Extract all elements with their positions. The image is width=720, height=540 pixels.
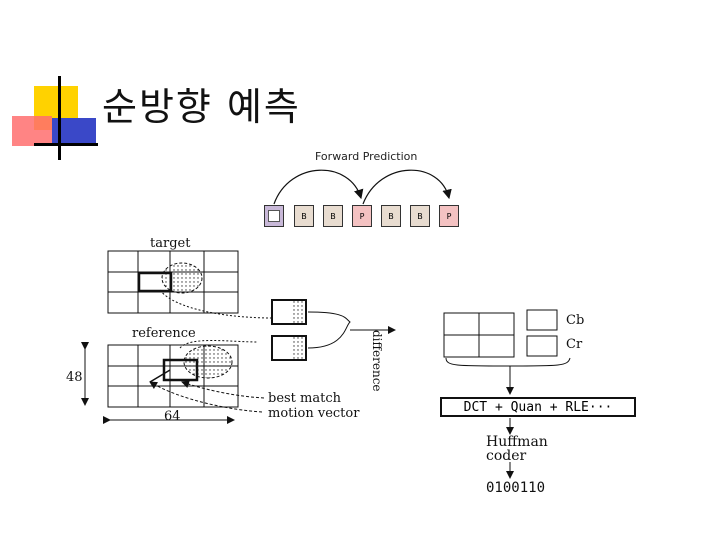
motion-vector-pointer — [149, 381, 263, 413]
deco-vertical-line — [58, 76, 61, 160]
best-match-block — [162, 358, 199, 382]
best-match-label: best match — [268, 391, 341, 406]
dct-quan-rle-box: DCT + Quan + RLE··· — [440, 397, 636, 417]
best-match-pointer — [181, 380, 265, 399]
motion-vector-label: motion vector — [268, 406, 360, 421]
target-copy-block — [271, 299, 307, 325]
deco-red-square — [12, 116, 52, 146]
prediction-arc-2 — [362, 169, 452, 205]
deco-horizontal-line — [34, 143, 98, 146]
frame-b2: B — [323, 205, 343, 227]
cr-block — [526, 335, 558, 357]
reference-ellipse — [183, 345, 233, 379]
reference-copy-block — [271, 335, 307, 361]
target-label: target — [150, 236, 191, 251]
frame-b1: B — [294, 205, 314, 227]
target-copy-inner — [293, 301, 305, 323]
cb-block — [526, 309, 558, 331]
cr-label: Cr — [566, 337, 583, 352]
frame-p1: P — [352, 205, 372, 227]
forward-prediction-label: Forward Prediction — [315, 150, 418, 163]
prediction-arc-1 — [273, 169, 364, 205]
reference-connector — [179, 340, 259, 349]
bitstream-label: 0100110 — [486, 480, 546, 496]
frame-b4: B — [410, 205, 430, 227]
difference-label: difference — [370, 330, 384, 392]
coder-label: coder — [486, 448, 527, 464]
merge-brace — [307, 311, 351, 349]
frame-p2: P — [439, 205, 459, 227]
height-label: 48 — [66, 370, 83, 385]
width-label: 64 — [164, 409, 181, 424]
page-title: 순방향 예측 — [102, 85, 301, 129]
motion-vector-line — [149, 369, 171, 383]
frame-i — [264, 205, 284, 227]
target-connector — [159, 289, 273, 319]
cb-label: Cb — [566, 313, 585, 328]
frame-b3: B — [381, 205, 401, 227]
output-grid — [443, 312, 515, 358]
target-block — [137, 271, 173, 293]
output-brace — [445, 357, 571, 367]
reference-copy-inner — [293, 337, 305, 359]
huffman-label: Huffman — [486, 434, 548, 450]
target-ellipse — [161, 262, 203, 294]
reference-label: reference — [132, 326, 196, 341]
